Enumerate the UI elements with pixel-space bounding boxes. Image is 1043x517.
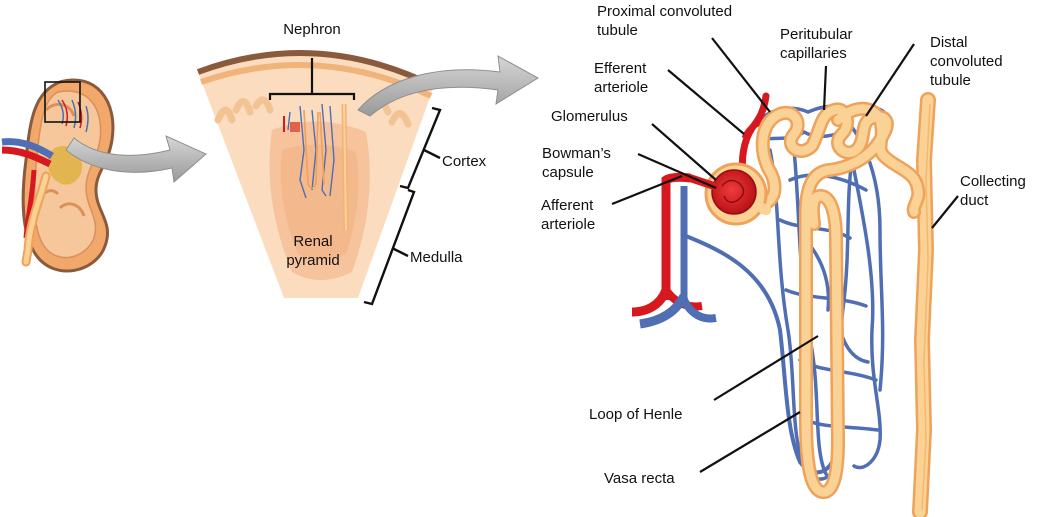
leader-lines [611, 37, 959, 473]
label-distal-tubule-line1: Distal [930, 34, 968, 51]
label-collecting-duct-line2: duct [960, 192, 989, 209]
label-distal-tubule-line3: tubule [930, 72, 971, 89]
label-glomerulus: Glomerulus [551, 108, 628, 125]
label-medulla: Medulla [410, 249, 463, 266]
label-cortex: Cortex [442, 153, 487, 170]
label-peritubular-line2: capillaries [780, 45, 847, 62]
renal-wedge [196, 50, 436, 298]
label-nephron: Nephron [283, 21, 341, 38]
label-proximal-tubule-line2: tubule [597, 22, 638, 39]
label-collecting-duct-line1: Collecting [960, 173, 1026, 190]
zoom-arrow-2 [357, 55, 539, 117]
label-bowmans-line1: Bowman’s [542, 145, 611, 162]
label-efferent-line1: Efferent [594, 60, 647, 77]
label-vasa-recta: Vasa recta [604, 470, 675, 487]
label-afferent-line1: Afferent [541, 197, 594, 214]
glomerulus-shape [711, 169, 757, 215]
nephron-bracket [268, 58, 356, 100]
label-bowmans-line2: capsule [542, 164, 594, 181]
label-loop-of-henle: Loop of Henle [589, 406, 682, 423]
label-proximal-tubule-line1: Proximal convoluted [597, 3, 732, 20]
label-afferent-line2: arteriole [541, 216, 595, 233]
zoom-box [44, 81, 81, 123]
label-renal-pyramid-line2: pyramid [286, 252, 339, 269]
cortex-medulla-brackets [363, 106, 442, 306]
label-renal-pyramid-line1: Renal [293, 233, 332, 250]
nephron-detail [631, 92, 936, 517]
label-peritubular-line1: Peritubular [780, 26, 853, 43]
zoom-arrow-1 [65, 135, 207, 183]
kidney-illustration [1, 78, 115, 273]
label-efferent-line2: arteriole [594, 79, 648, 96]
label-distal-tubule-line2: convoluted [930, 53, 1003, 70]
